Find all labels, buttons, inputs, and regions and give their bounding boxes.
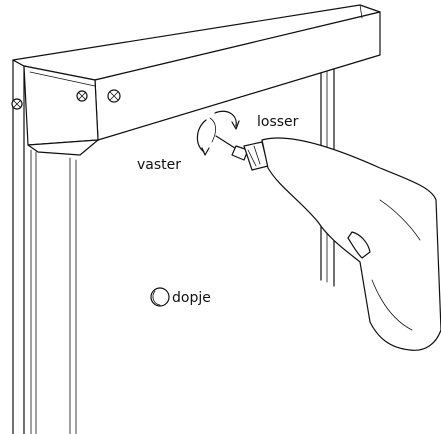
label-cap: dopje <box>172 290 211 306</box>
label-loosen: losser <box>257 114 299 130</box>
screw-head-icon <box>107 89 121 103</box>
power-drill-icon <box>215 135 441 351</box>
screw-head-icon <box>11 98 23 110</box>
rotation-arrows-icon <box>196 110 240 156</box>
left-frame <box>12 59 37 434</box>
screw-head-icon <box>76 90 88 102</box>
label-tighten: vaster <box>137 157 181 173</box>
inner-frame <box>69 157 77 434</box>
cap-icon <box>150 287 170 307</box>
top-bar <box>12 4 381 156</box>
